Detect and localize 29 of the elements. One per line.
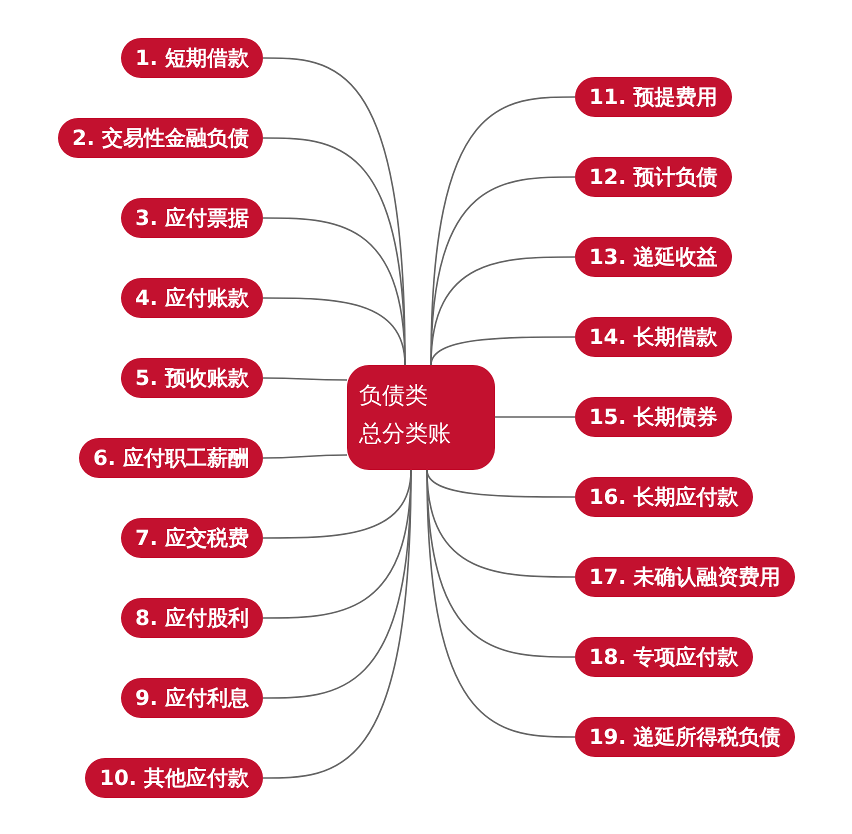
account-pill: 18. 专项应付款 bbox=[575, 637, 753, 677]
account-pill: 2. 交易性金融负债 bbox=[58, 118, 263, 158]
account-pill: 1. 短期借款 bbox=[121, 38, 263, 78]
connector-line bbox=[263, 217, 406, 366]
connector-line bbox=[426, 470, 575, 738]
account-pill: 10. 其他应付款 bbox=[85, 758, 263, 798]
account-pill: 3. 应付票据 bbox=[121, 198, 263, 238]
connector-line bbox=[263, 377, 347, 381]
account-pill: 4. 应付账款 bbox=[121, 278, 263, 318]
connector-line bbox=[263, 297, 406, 366]
account-pill: 17. 未确认融资费用 bbox=[575, 557, 795, 597]
account-pill: 13. 递延收益 bbox=[575, 237, 732, 277]
account-pill: 6. 应付职工薪酬 bbox=[79, 438, 263, 478]
topic-box: 负债类总分类账 bbox=[347, 365, 495, 470]
account-pill: 5. 预收账款 bbox=[121, 358, 263, 398]
account-pill: 11. 预提费用 bbox=[575, 77, 732, 117]
account-pill: 14. 长期借款 bbox=[575, 317, 732, 357]
account-pill: 7. 应交税费 bbox=[121, 518, 263, 558]
account-pill: 8. 应付股利 bbox=[121, 598, 263, 638]
account-pill: 16. 长期应付款 bbox=[575, 477, 753, 517]
connector-line bbox=[430, 336, 575, 366]
connector-line bbox=[495, 416, 575, 418]
account-pill: 19. 递延所得税负债 bbox=[575, 717, 795, 757]
account-pill: 12. 预计负债 bbox=[575, 157, 732, 197]
connector-line bbox=[263, 470, 412, 779]
connector-line bbox=[430, 256, 575, 366]
connector-line bbox=[263, 454, 347, 459]
account-pill: 15. 长期债券 bbox=[575, 397, 732, 437]
account-pill: 9. 应付利息 bbox=[121, 678, 263, 718]
